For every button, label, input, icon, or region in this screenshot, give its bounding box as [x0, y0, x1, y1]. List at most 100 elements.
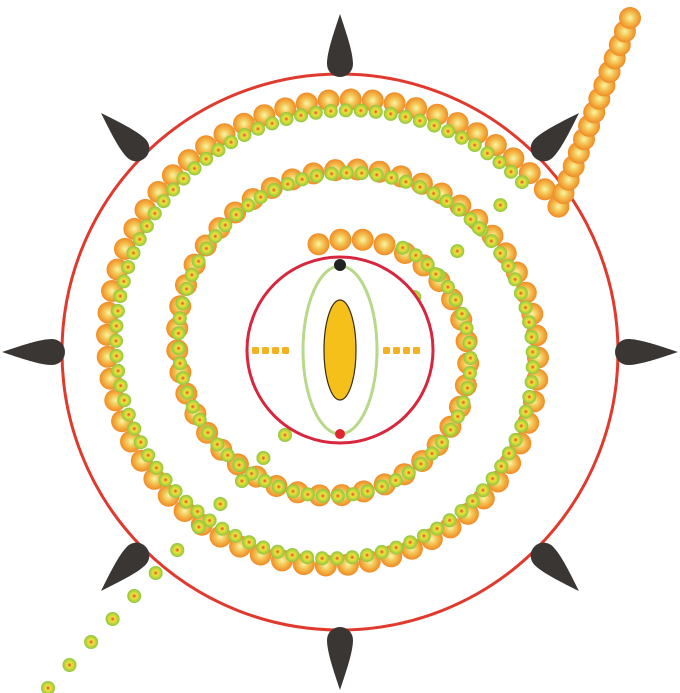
green-bead: [141, 448, 155, 462]
green-bead: [221, 448, 235, 462]
green-bead: [281, 177, 295, 191]
green-bead: [354, 104, 368, 118]
green-bead: [463, 366, 477, 380]
green-bead: [114, 379, 128, 393]
green-bead: [256, 541, 270, 555]
green-bead: [133, 232, 147, 246]
green-bead: [509, 433, 523, 447]
spike-icon: [615, 339, 678, 365]
green-bead: [272, 480, 286, 494]
green-bead: [176, 296, 190, 310]
green-bead: [149, 566, 163, 580]
green-bead: [310, 169, 324, 183]
green-bead: [427, 187, 441, 201]
green-bead: [237, 128, 251, 142]
green-bead: [224, 135, 238, 149]
green-bead: [450, 244, 464, 258]
green-bead: [435, 435, 449, 449]
green-bead: [504, 165, 518, 179]
green-bead: [451, 410, 465, 424]
green-bead: [452, 203, 466, 217]
green-bead: [460, 321, 474, 335]
green-bead: [172, 341, 186, 355]
orange-bead: [308, 233, 330, 255]
orange-bead: [352, 229, 374, 251]
green-bead: [441, 124, 455, 138]
green-bead: [427, 119, 441, 133]
green-bead: [241, 198, 255, 212]
green-bead: [309, 106, 323, 120]
green-bead: [271, 545, 285, 559]
green-bead: [413, 180, 427, 194]
green-bead: [279, 112, 293, 126]
green-bead: [109, 334, 123, 348]
green-bead: [413, 114, 427, 128]
green-bead: [173, 311, 187, 325]
green-bead: [519, 301, 533, 315]
dash-mark: [252, 347, 259, 354]
green-bead: [441, 280, 455, 294]
green-bead: [369, 105, 383, 119]
green-bead: [455, 504, 469, 518]
green-bead: [345, 550, 359, 564]
green-bead: [254, 190, 268, 204]
green-bead: [179, 495, 193, 509]
green-bead: [286, 484, 300, 498]
green-bead: [389, 541, 403, 555]
green-bead: [173, 356, 187, 370]
green-bead: [403, 535, 417, 549]
green-bead: [177, 172, 191, 186]
green-bead: [486, 472, 500, 486]
pole-top-dot: [334, 259, 346, 271]
green-bead: [300, 550, 314, 564]
green-bead: [169, 484, 183, 498]
green-bead: [526, 345, 540, 359]
green-bead: [127, 246, 141, 260]
green-bead: [41, 681, 55, 693]
green-bead: [468, 138, 482, 152]
green-bead: [464, 351, 478, 365]
green-bead: [461, 381, 475, 395]
green-bead: [294, 108, 308, 122]
dash-mark: [393, 347, 400, 354]
green-bead: [315, 551, 329, 565]
green-bead: [117, 393, 131, 407]
green-bead: [211, 143, 225, 157]
green-bead: [324, 104, 338, 118]
green-bead: [444, 423, 458, 437]
spike-icon: [327, 14, 353, 77]
green-bead: [166, 183, 180, 197]
green-bead: [430, 522, 444, 536]
green-bead: [396, 241, 410, 255]
green-bead: [210, 437, 224, 451]
green-bead: [480, 146, 494, 160]
green-bead: [265, 116, 279, 130]
green-bead: [285, 548, 299, 562]
green-bead: [384, 171, 398, 185]
green-bead: [389, 473, 403, 487]
green-bead: [84, 635, 98, 649]
spike-icon: [2, 339, 65, 365]
green-bead: [180, 386, 194, 400]
orange-bead: [374, 233, 396, 255]
green-bead: [149, 461, 163, 475]
green-bead: [355, 166, 369, 180]
green-bead: [455, 131, 469, 145]
green-bead: [170, 543, 184, 557]
green-bead: [140, 219, 154, 233]
green-bead: [501, 259, 515, 273]
green-bead: [375, 480, 389, 494]
green-bead: [186, 400, 200, 414]
green-bead: [360, 548, 374, 562]
green-bead: [346, 487, 360, 501]
green-bead: [117, 274, 131, 288]
green-bead: [399, 175, 413, 189]
green-bead: [443, 513, 457, 527]
green-bead: [148, 206, 162, 220]
spike-icon: [92, 537, 155, 600]
green-bead: [519, 405, 533, 419]
green-bead: [508, 272, 522, 286]
green-bead: [515, 175, 529, 189]
green-bead: [201, 426, 215, 440]
